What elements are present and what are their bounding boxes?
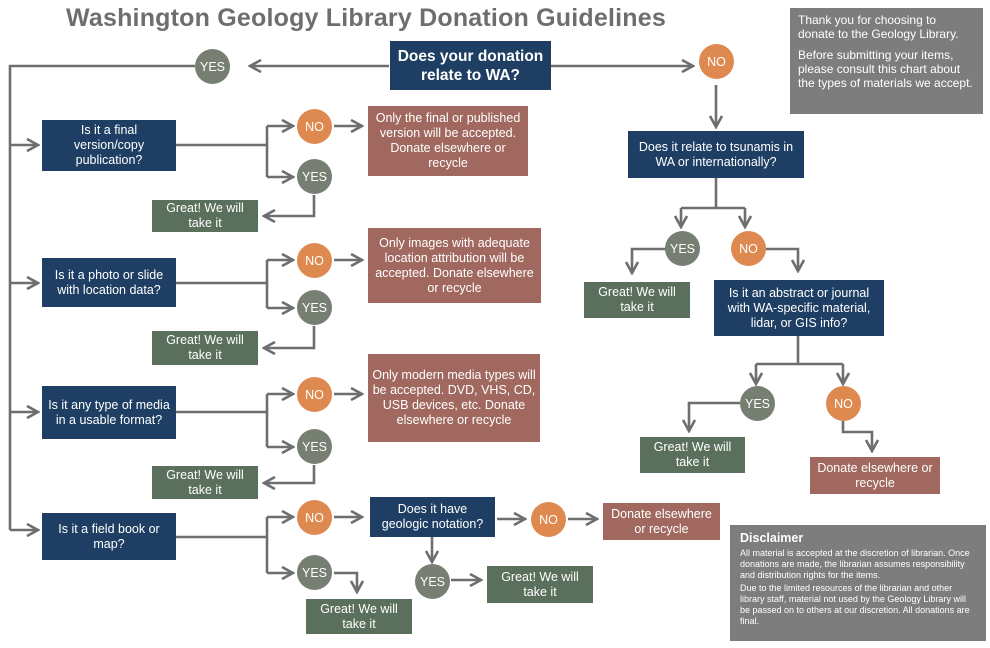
final-version-yes-circle: YES — [297, 159, 332, 194]
notation-reject-result: Donate elsewhere or recycle — [603, 503, 720, 540]
disclaimer-heading: Disclaimer — [740, 531, 804, 545]
intro-text-2: Before submitting your items, please con… — [798, 48, 973, 90]
final-version-question: Is it a final version/copy publication? — [42, 120, 176, 171]
disclaimer-note: Disclaimer All material is accepted at t… — [730, 525, 986, 641]
photo-question: Is it a photo or slide with location dat… — [42, 258, 176, 307]
photo-reject-result: Only images with adequate location attri… — [368, 228, 541, 303]
media-question: Is it any type of media in a usable form… — [42, 386, 176, 439]
geologic-notation-question: Does it have geologic notation? — [370, 497, 495, 537]
abstract-yes-circle: YES — [740, 386, 775, 421]
field-book-accept-result: Great! We will take it — [306, 599, 412, 634]
notation-yes-circle: YES — [415, 564, 450, 599]
abstract-no-circle: NO — [826, 386, 861, 421]
tsunami-question: Does it relate to tsunamis in WA or inte… — [628, 131, 804, 178]
notation-no-circle: NO — [531, 502, 566, 537]
photo-yes-circle: YES — [297, 290, 332, 325]
disclaimer-text-1: All material is accepted at the discreti… — [740, 548, 970, 580]
media-reject-result: Only modern media types will be accepted… — [368, 354, 540, 442]
tsunami-accept-result: Great! We will take it — [584, 282, 690, 318]
abstract-reject-result: Donate elsewhere or recycle — [810, 457, 940, 494]
final-version-accept-result: Great! We will take it — [152, 200, 258, 232]
field-book-no-circle: NO — [297, 500, 332, 535]
intro-text-1: Thank you for choosing to donate to the … — [798, 13, 959, 41]
abstract-question: Is it an abstract or journal with WA-spe… — [714, 280, 884, 336]
media-no-circle: NO — [297, 377, 332, 412]
page-title: Washington Geology Library Donation Guid… — [66, 4, 666, 32]
root-question: Does your donation relate to WA? — [390, 41, 551, 90]
tsunami-yes-circle: YES — [665, 231, 700, 266]
root-yes-circle: YES — [195, 49, 230, 84]
final-version-reject-result: Only the final or published version will… — [368, 106, 528, 176]
final-version-no-circle: NO — [297, 109, 332, 144]
tsunami-no-circle: NO — [731, 231, 766, 266]
media-yes-circle: YES — [297, 429, 332, 464]
field-book-question: Is it a field book or map? — [42, 513, 176, 560]
abstract-accept-result: Great! We will take it — [640, 437, 745, 473]
disclaimer-text-2: Due to the limited resources of the libr… — [740, 583, 970, 626]
root-no-circle: NO — [699, 44, 734, 79]
media-accept-result: Great! We will take it — [152, 466, 258, 499]
notation-accept-result: Great! We will take it — [487, 566, 593, 603]
field-book-yes-circle: YES — [297, 555, 332, 590]
photo-no-circle: NO — [297, 243, 332, 278]
photo-accept-result: Great! We will take it — [152, 331, 258, 365]
intro-note: Thank you for choosing to donate to the … — [790, 8, 983, 114]
